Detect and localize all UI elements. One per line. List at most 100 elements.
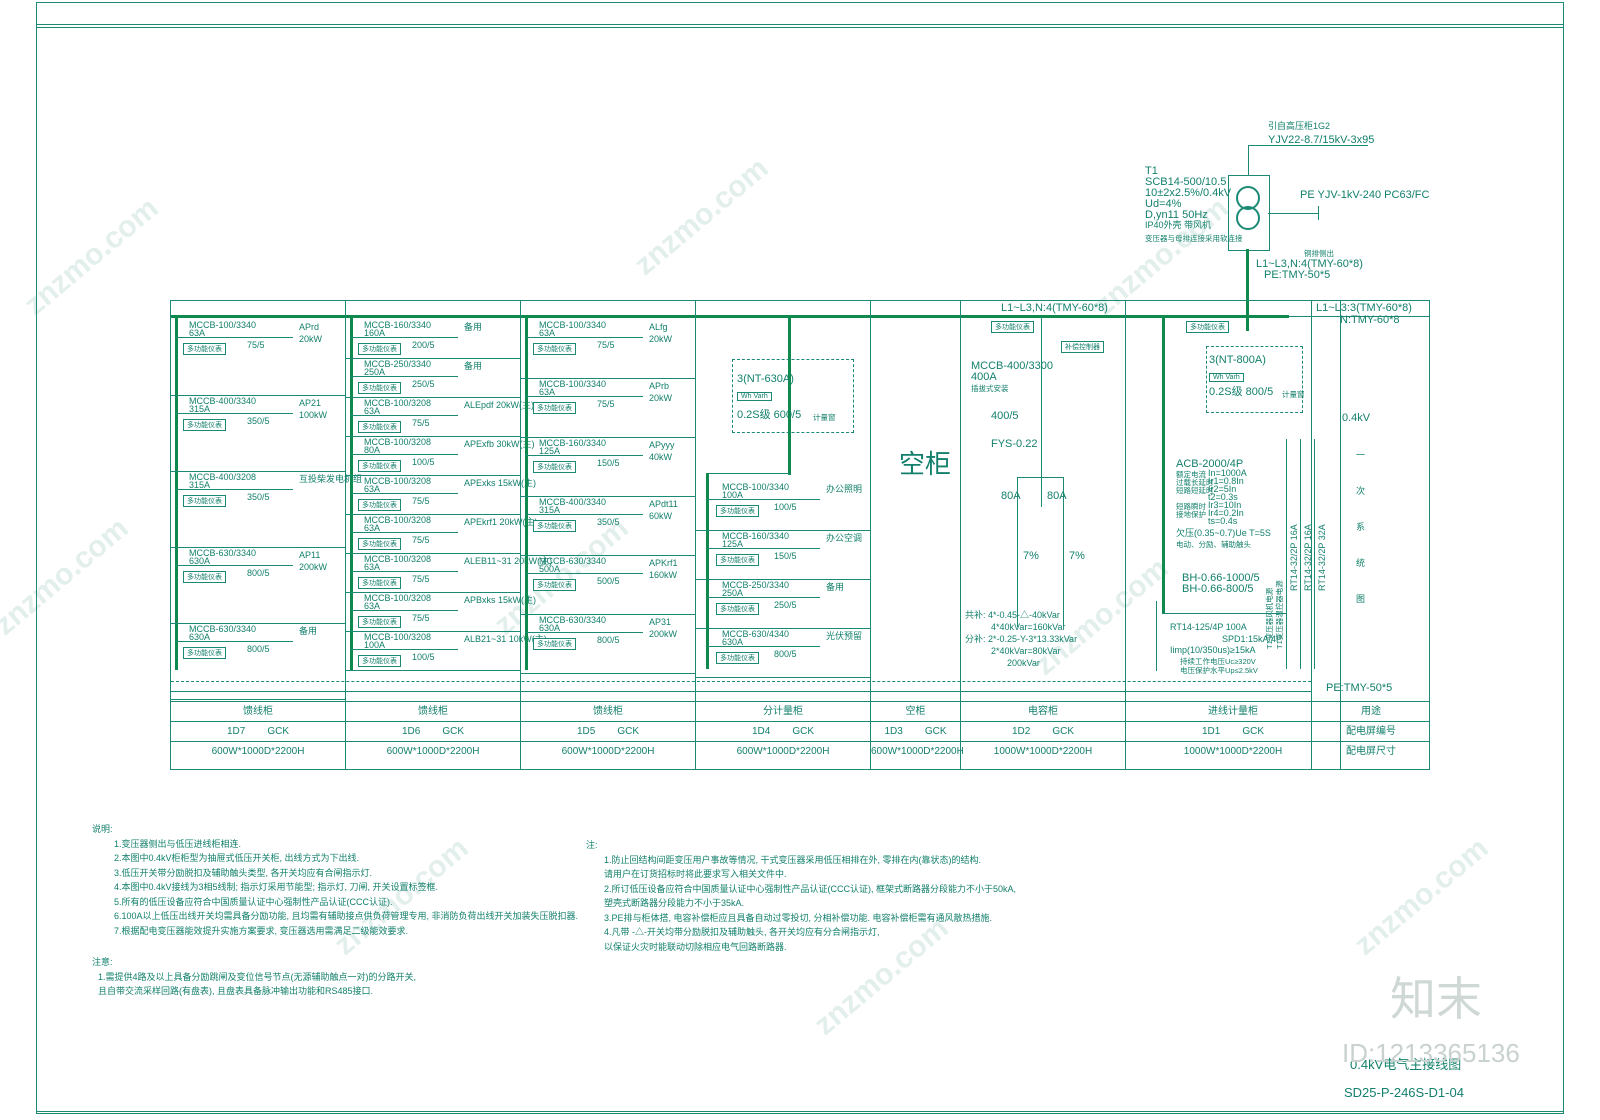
feeder-rating: 630A [722, 637, 744, 647]
multi-meter-tag: 多功能仪表 [358, 616, 401, 628]
drawing-title: 0.4kV电气主接线图 [1350, 1057, 1462, 1072]
feeder-separator [171, 623, 345, 624]
footer-cell: 1D5 GCK [521, 722, 696, 742]
note-line: 1.变压器侧出与低压进线柜相连. [114, 838, 242, 849]
footer-cell: 馈线柜 [171, 702, 346, 722]
cap-breaker: MCCB-400/3300 [971, 360, 1053, 372]
drawing-number: SD25-P-246S-D1-04 [1344, 1085, 1464, 1100]
multi-meter-tag: 多功能仪表 [358, 460, 401, 472]
multi-meter-tag: 多功能仪表 [358, 655, 401, 667]
feeder-rating: 630A [539, 623, 561, 633]
feeder-breaker: MCCB-160/3340 [722, 531, 790, 541]
frame-top-line [36, 24, 1564, 25]
hv-line [1248, 145, 1249, 175]
pe-bar [171, 691, 1311, 692]
reactor-b: 7% [1069, 550, 1085, 562]
feeder-separator [696, 579, 870, 580]
feeder-line [175, 565, 293, 566]
feeder-breaker: MCCB-100/3208 [364, 554, 432, 564]
system-char: 系 [1356, 522, 1366, 532]
acb-spec: Ir3=10In [1208, 500, 1242, 510]
acb-spec: In=1000A [1208, 468, 1247, 478]
cabinet-model: GCK [267, 726, 290, 737]
footer-cell: 600W*1000D*2200H [871, 742, 964, 762]
feeder-separator [521, 437, 695, 438]
notes-right-heading: 注: [586, 840, 598, 850]
note-line: 2.所订低压设备应符合中国质量认证中心强制性产品认证(CCC认证), 框架式断路… [604, 883, 1017, 894]
feeder-ct: 75/5 [597, 340, 615, 350]
ct2: BH-0.66-800/5 [1182, 583, 1254, 595]
notes-remark-heading: 注意: [92, 957, 113, 967]
feeder-separator [346, 514, 520, 515]
n-bar [171, 681, 1311, 682]
feeder-separator [696, 628, 870, 629]
meter-icon: Wh Varh [737, 392, 772, 401]
cap-split2: 2*40kVar=80kVar [991, 646, 1061, 656]
feeder-load: 备用 [299, 626, 318, 636]
feeder-rating: 63A [539, 387, 556, 397]
feeder-load: ALEpdf 20kW(主) [464, 400, 535, 410]
feeder-separator [171, 699, 345, 700]
cap-split: 分补: 2*-0.25-Y-3*13.33kVar [965, 634, 1078, 644]
hv-line-top [1248, 145, 1368, 146]
feeder-separator [346, 592, 520, 593]
feeder-ct: 800/5 [774, 649, 797, 659]
feeder-ct: 75/5 [412, 418, 430, 428]
aux-branch-line [1314, 439, 1315, 669]
feeder-line [350, 376, 458, 377]
feeder-separator [521, 614, 695, 615]
multi-meter-tag: 多功能仪表 [533, 343, 576, 355]
footer-cell: 空柜 [871, 702, 961, 722]
feeder-rating: 250A [722, 588, 744, 598]
cabinet-number: 1D5 [576, 726, 596, 737]
meter-note: 计量窗 [813, 413, 836, 422]
system-char: 一 [1356, 450, 1366, 460]
feeder-load: APExks 15kW(主) [464, 478, 537, 488]
system-char: 统 [1356, 558, 1366, 568]
aux-branch-line [1300, 439, 1301, 669]
footer-cell: 馈线柜 [521, 702, 696, 722]
feeder-line [708, 646, 820, 647]
spd-uc: 持续工作电压Uc≥320V [1180, 657, 1256, 666]
multi-meter-tag: 多功能仪表 [358, 538, 401, 550]
feeder-load: APBxks 15kW(主) [464, 595, 537, 605]
feeder-breaker: MCCB-160/3340 [364, 320, 432, 330]
feeder-ct: 250/5 [412, 379, 435, 389]
feeder-breaker: MCCB-400/3340 [539, 497, 607, 507]
multi-meter-tag: 多功能仪表 [533, 461, 576, 473]
feeder-line [175, 489, 293, 490]
cabinet-1d3: 空柜 [871, 301, 961, 769]
feeder-separator [521, 496, 695, 497]
multi-meter-tag: 多功能仪表 [183, 419, 226, 431]
note-line: 且自带交流采样回路(有盘表), 且盘表具备脉冲输出功能和RS485接口. [98, 986, 374, 996]
feeder-ct: 800/5 [247, 644, 270, 654]
acb-spec-label: 接地保护 [1176, 510, 1206, 519]
cabinet-model: GCK [442, 726, 465, 737]
meter-tag: 多功能仪表 [991, 321, 1034, 333]
feeder-power: 20kW [299, 334, 323, 344]
bus-label-right: L1~L3:3(TMY-60*8) [1316, 302, 1412, 314]
feeder-ct: 75/5 [247, 340, 265, 350]
cabinet-model: GCK [617, 726, 640, 737]
cabinet-1d4-subbus [706, 473, 709, 669]
feeder-line [350, 454, 458, 455]
cabinet-model: GCK [924, 726, 947, 737]
multi-meter-tag: 多功能仪表 [183, 343, 226, 355]
feeder-separator [346, 436, 520, 437]
cabinet-1d4: 3(NT-630A) Wh Varh 0.2S级 600/5 计量窗 MCCB-… [696, 301, 871, 769]
feeder-separator [171, 395, 345, 396]
cabinet-number: 1D1 [1201, 726, 1221, 737]
transformer-ip: IP40外壳 带风机 [1145, 220, 1212, 230]
system-voltage: 0.4kV [1342, 412, 1371, 424]
feeder-power: 100kW [299, 410, 328, 420]
logo-watermark: 知末 [1390, 973, 1482, 1025]
feeder-separator [171, 471, 345, 472]
aux-branch-line [1286, 439, 1287, 669]
cabinet-1d4-vbus [788, 315, 791, 475]
note-line: 请用户在订货招标时将此要求写入相关文件中. [604, 869, 787, 879]
